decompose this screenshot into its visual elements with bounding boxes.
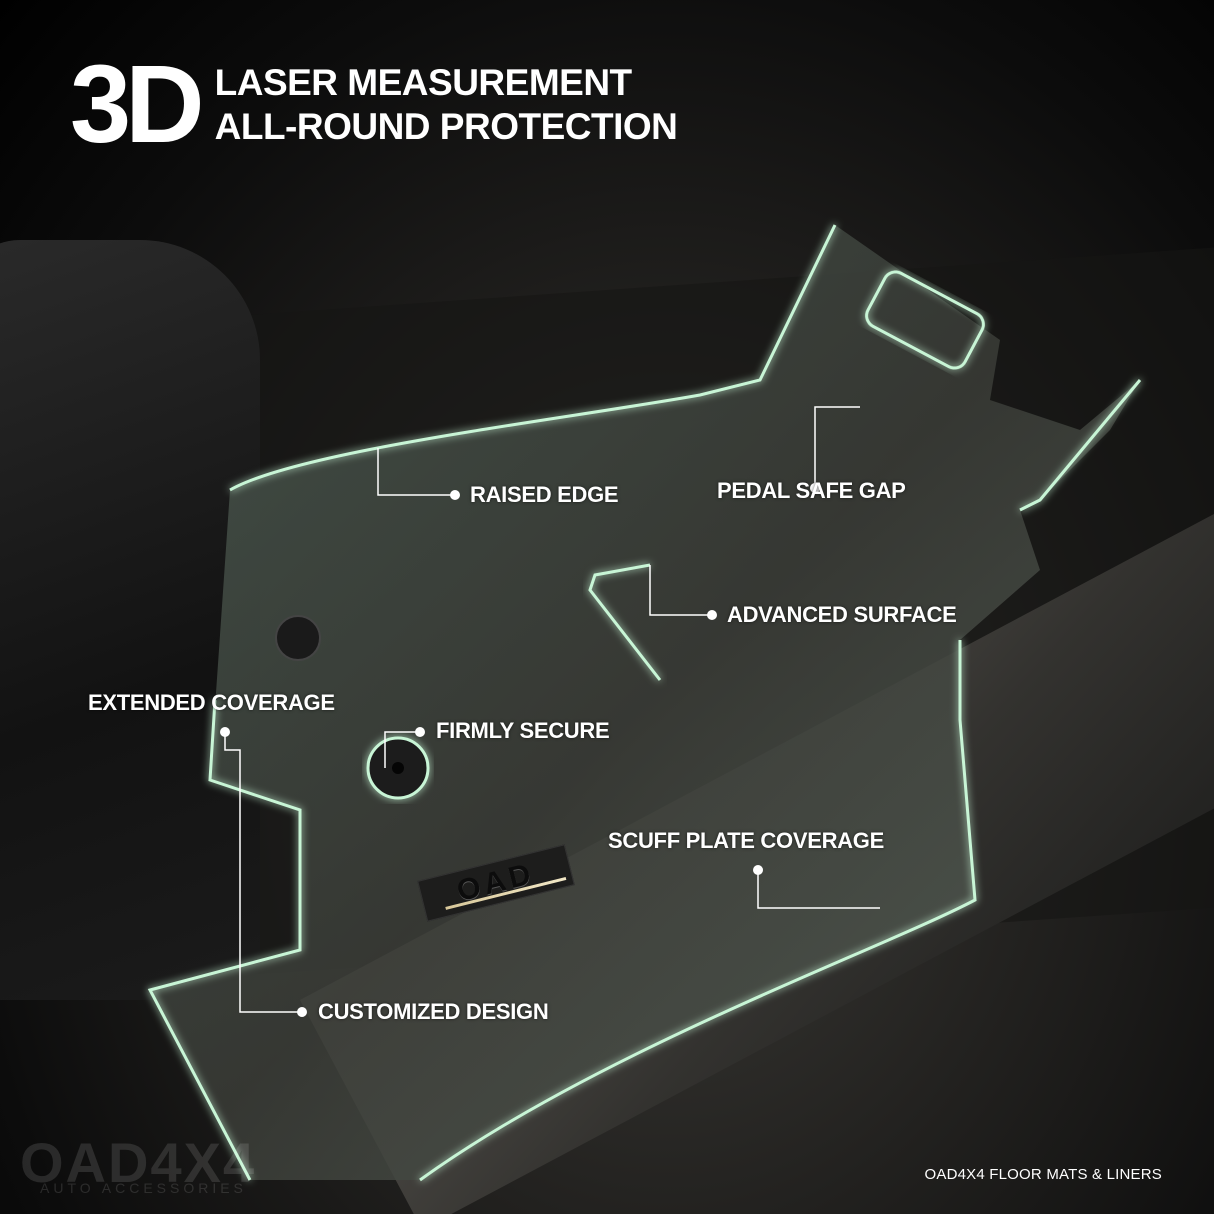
- headline-line2: ALL-ROUND PROTECTION: [214, 106, 678, 147]
- headline: 3D LASER MEASUREMENT ALL-ROUND PROTECTIO…: [70, 43, 678, 166]
- brand-watermark: OAD4X4: [20, 1131, 257, 1194]
- callout-extended-coverage: EXTENDED COVERAGE: [88, 690, 335, 715]
- callout-advanced-surface: ADVANCED SURFACE: [727, 602, 957, 627]
- footer-caption: OAD4X4 FLOOR MATS & LINERS: [924, 1166, 1162, 1183]
- headline-line1: LASER MEASUREMENT: [214, 62, 633, 103]
- headline-3d: 3D: [70, 43, 205, 166]
- brand-watermark-sub: AUTO ACCESSORIES: [40, 1180, 247, 1196]
- car-seat: [0, 240, 260, 1000]
- callout-pedal-safe-gap: PEDAL SAFE GAP: [717, 478, 906, 503]
- callout-customized-design: CUSTOMIZED DESIGN: [318, 999, 549, 1024]
- callout-raised-edge: RAISED EDGE: [470, 482, 619, 507]
- callout-firmly-secure: FIRMLY SECURE: [436, 718, 610, 743]
- callout-scuff-plate-coverage: SCUFF PLATE COVERAGE: [608, 828, 884, 853]
